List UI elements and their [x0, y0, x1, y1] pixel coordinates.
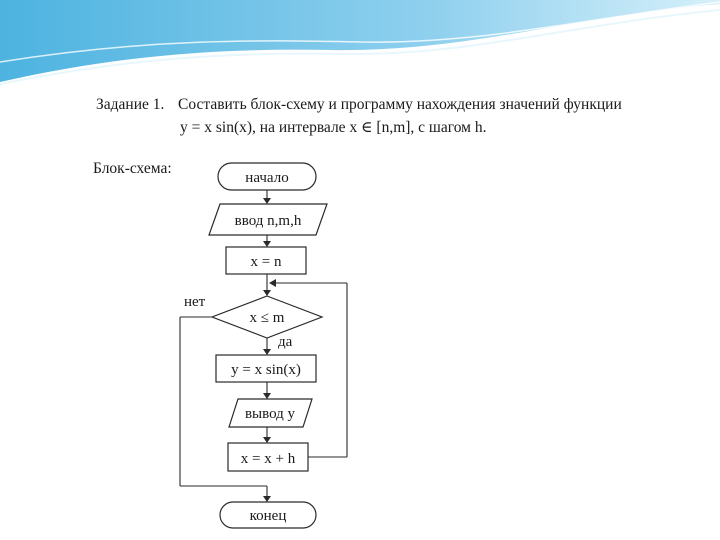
task-number: Задание 1. [96, 96, 165, 113]
step-text: x = x + h [241, 451, 296, 467]
task-text-line-2: y = x sin(x), на интервале x ∈ [n,m], с … [180, 119, 487, 136]
arrowhead [263, 437, 271, 443]
task-text-line-1: Составить блок-схему и программу нахожде… [178, 96, 622, 113]
no-branch-label: нет [184, 294, 206, 310]
condition-text: x ≤ m [250, 310, 285, 326]
arrowhead [263, 349, 271, 355]
compute-text: y = x sin(x) [231, 362, 301, 378]
arrowhead [263, 290, 271, 296]
wave-main [0, 0, 720, 82]
arrowhead [263, 393, 271, 399]
arrowhead [263, 198, 271, 204]
end-text: конец [250, 508, 287, 524]
output-text: вывод y [245, 406, 296, 422]
end-terminator [219, 501, 317, 529]
arrowhead [263, 241, 271, 247]
output-parallelogram [228, 398, 313, 428]
compute-process [215, 354, 317, 383]
wave-line [0, 1, 720, 63]
input-text: ввод n,m,h [235, 213, 302, 229]
input-parallelogram [208, 203, 328, 236]
init-text: x = n [251, 254, 282, 270]
arrowhead [269, 279, 276, 287]
start-text: начало [245, 170, 288, 186]
wave-highlight [0, 9, 720, 85]
init-process [225, 246, 307, 275]
arrowhead [263, 496, 271, 502]
yes-branch-label: да [278, 334, 293, 350]
decorative-wave-header [0, 0, 720, 85]
block-scheme-label: Блок-схема: [93, 160, 172, 177]
